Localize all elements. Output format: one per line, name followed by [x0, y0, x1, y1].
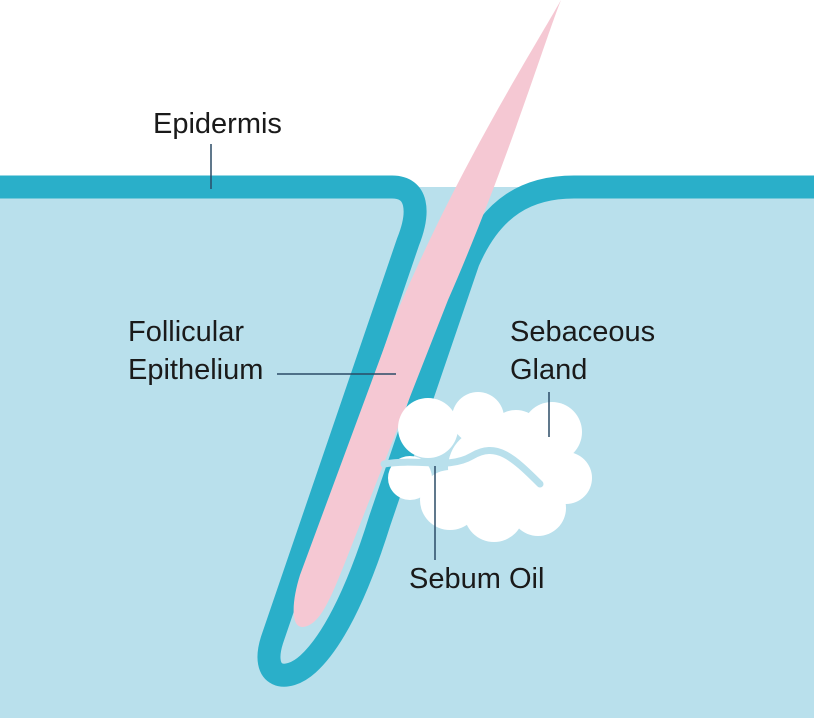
sebum-oil-label: Sebum Oil [409, 563, 544, 595]
gland-label: Gland [510, 354, 587, 386]
sebaceous-label: Sebaceous [510, 316, 655, 348]
epidermis-layer [0, 175, 814, 687]
hair-shaft [293, 0, 561, 628]
epidermis-label: Epidermis [153, 108, 282, 140]
follicular-label: Follicular [128, 316, 244, 348]
epithelium-label: Epithelium [128, 354, 263, 386]
sebum-duct [380, 447, 544, 488]
